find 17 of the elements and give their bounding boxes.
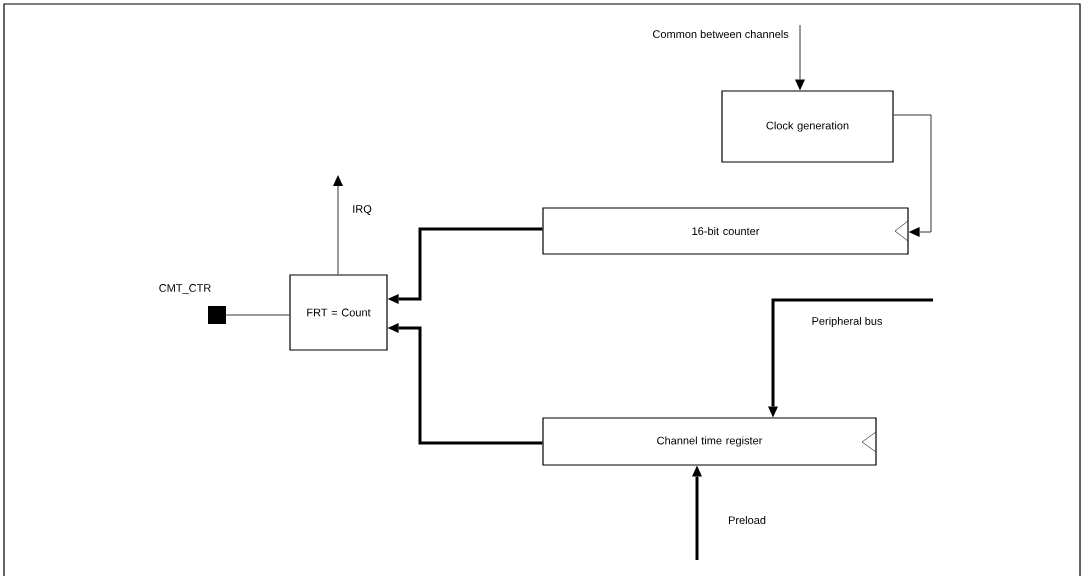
- arrow: [893, 114, 932, 237]
- node-label: CMT_CTR: [159, 284, 211, 294]
- arrow: [768, 298, 933, 418]
- signal-label: IRQ: [351, 204, 373, 216]
- arrow: [387, 323, 543, 445]
- register-box: Channel time register: [542, 417, 877, 466]
- signal-label: Peripheral bus: [810, 315, 884, 329]
- signal-label: Preload: [727, 514, 767, 526]
- edge-label: Common between channels: [651, 28, 790, 40]
- arrow: [795, 24, 805, 91]
- counter-box: 16-bit counter: [542, 207, 909, 255]
- comparator-box: FRT = Count: [289, 274, 388, 351]
- arrow: [692, 465, 702, 560]
- clock-generation-box: Clock generation: [721, 90, 894, 163]
- arrow: [333, 175, 343, 275]
- arrow: [387, 227, 543, 304]
- pin-terminal: CMT_CTR: [159, 284, 226, 324]
